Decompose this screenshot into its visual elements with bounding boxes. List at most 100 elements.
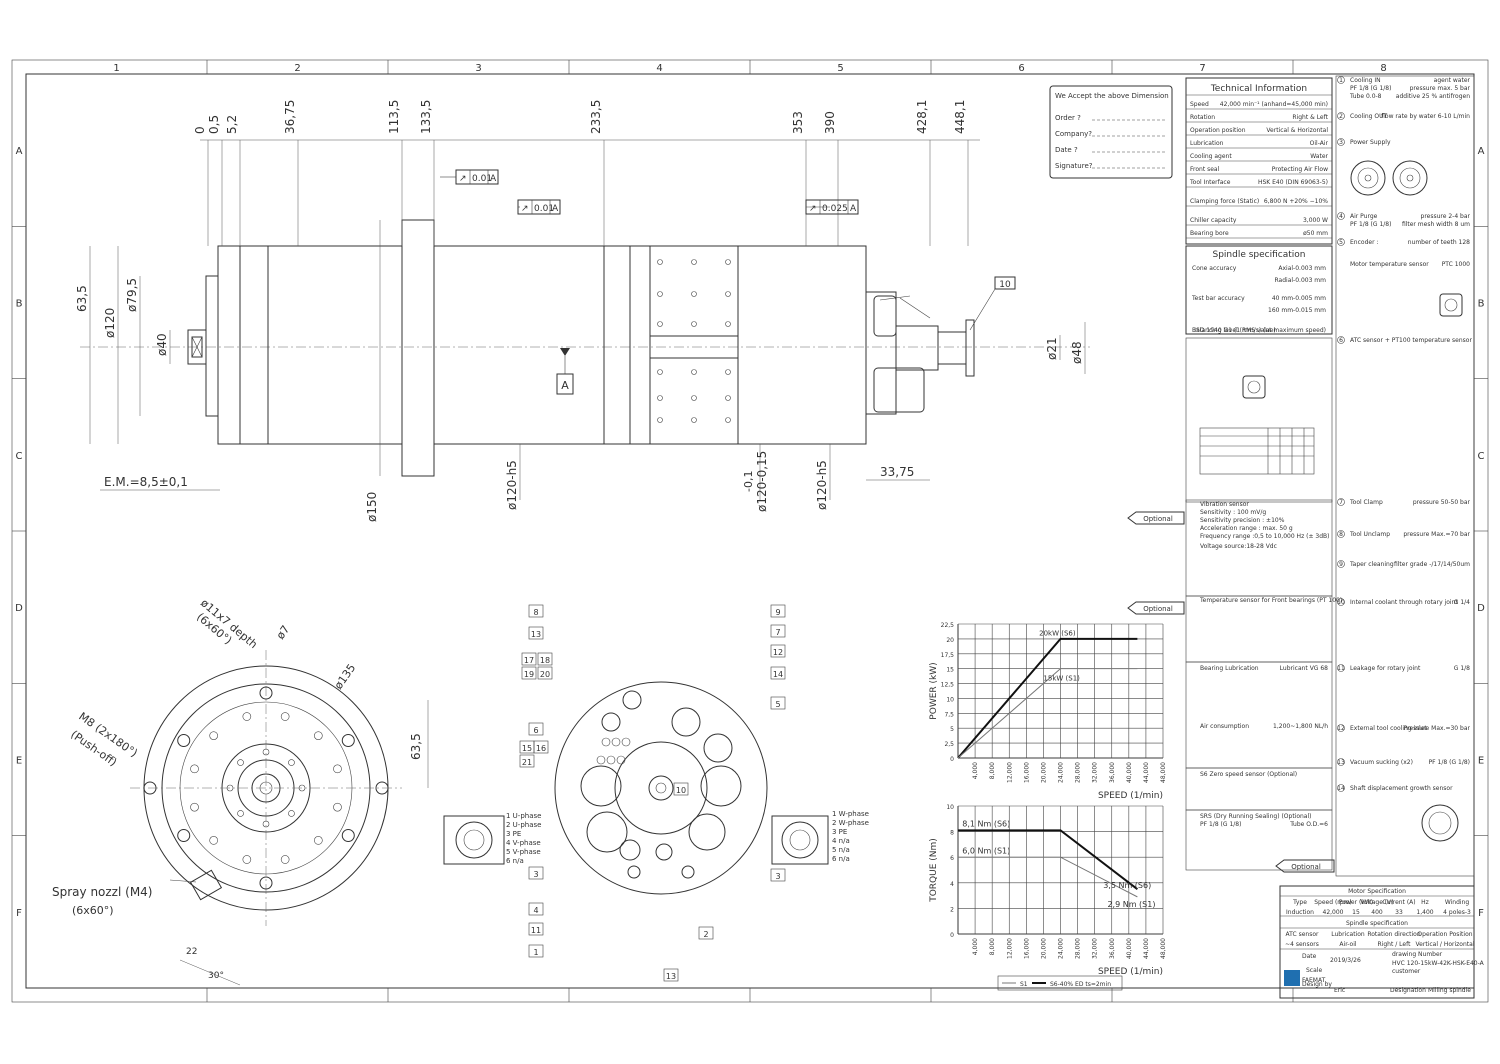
spec-item: Acceleration range : max. 50 g <box>1200 525 1293 532</box>
y-tick-label: 20 <box>946 637 954 644</box>
dimension-top: 0,5 <box>207 115 221 134</box>
dimension-side: ø120 <box>103 308 117 338</box>
spec-item: Internal coolant through rotary joint <box>1350 599 1458 606</box>
tolerance-ref: A <box>850 204 857 214</box>
motor-head: Speed (rpm) <box>1314 899 1352 906</box>
front-label: Spray nozzl (M4) <box>52 885 152 899</box>
spec-row-value: ISO 1940 G1 (1 mm/s) (at maximum speed) <box>1194 327 1326 334</box>
tolerance-value: 0.01 <box>472 174 492 184</box>
x-tick-label: 20,000 <box>1040 938 1047 959</box>
grid-col-label: 3 <box>475 63 481 74</box>
front-label: 30° <box>208 971 224 981</box>
grid-row-label: D <box>15 603 23 614</box>
x-tick-label: 28,000 <box>1075 762 1082 783</box>
y-tick-label: 5 <box>950 726 954 733</box>
spec-number: 3 <box>1339 139 1343 146</box>
rear-port <box>611 737 621 747</box>
x-axis-label: SPEED (1/min) <box>1098 967 1163 977</box>
spec-item: Frequency range :0,5 to 10,000 Hz (± 3dB… <box>1200 533 1330 540</box>
spec-item: Air Purge <box>1350 213 1378 220</box>
spindle-value: Vertical / Horizontal <box>1416 941 1475 948</box>
spec-item: Tube 0.0-8 <box>1349 93 1382 100</box>
tolerance-value: 0.01 <box>534 204 554 214</box>
flange-hole <box>259 686 273 700</box>
spec-item: Encoder : <box>1350 239 1378 246</box>
flange-hole <box>190 764 199 774</box>
spec-item-value: Tube O.D.=6 <box>1289 821 1328 828</box>
rear-callout: 19 <box>524 670 534 679</box>
y-tick-label: 0 <box>950 932 954 939</box>
connector-pin-label: 6 n/a <box>506 857 524 865</box>
tolerance-ref: A <box>490 174 497 184</box>
dimension-side: 63,5 <box>75 285 89 312</box>
series-line <box>957 637 1138 759</box>
flange-hole <box>209 731 218 740</box>
spec-item-value: additive 25 % antifrogen <box>1396 93 1470 100</box>
x-tick-label: 40,000 <box>1126 938 1133 959</box>
bolt <box>691 321 697 327</box>
bolt <box>657 259 663 265</box>
motor-head: Type <box>1292 899 1307 906</box>
tolerance-symbol: ↗ <box>521 204 529 214</box>
spec-item: Motor temperature sensor <box>1350 261 1429 268</box>
spec-item-value: PTC 1000 <box>1442 261 1470 268</box>
connector-pin-label: 3 PE <box>832 828 847 836</box>
dimension-top: 5,2 <box>225 115 239 134</box>
dimension-side: ø150 <box>365 492 379 522</box>
grid-col-label: 5 <box>837 63 843 74</box>
title-block-label: Date <box>1302 953 1317 960</box>
bolt <box>691 291 697 297</box>
spec-item: Temperature sensor for Front bearings (P… <box>1199 597 1342 604</box>
flange-hole <box>242 855 252 864</box>
dimension-side: ø21 <box>1045 337 1059 360</box>
spec-number: 12 <box>1337 725 1345 732</box>
flange-hole <box>333 764 342 774</box>
connector-pin-label: 1 U-phase <box>506 812 541 820</box>
spec-item: PF 1/8 (G 1/8) <box>1200 821 1241 828</box>
flange-hole <box>314 836 323 845</box>
dimension-bottom: ø120-h5 <box>505 460 519 510</box>
rear-port <box>606 755 616 765</box>
flange-hole <box>242 712 252 721</box>
dimension-side: ø48 <box>1070 341 1084 364</box>
spec-row-value: Axial-0.003 mm <box>1278 265 1326 272</box>
spec-item: Voltage source:18-28 Vdc <box>1200 543 1277 550</box>
title-block-label: Scale <box>1306 967 1322 974</box>
rear-port <box>700 765 742 807</box>
spec-item-value: pressure 50-50 bar <box>1413 499 1471 506</box>
title-block-heading: Motor Specification <box>1348 888 1406 895</box>
x-tick-label: 24,000 <box>1058 762 1065 783</box>
bolt <box>288 810 295 817</box>
dimension-top: 233,5 <box>589 100 603 134</box>
flange-hole <box>333 802 342 812</box>
motor-value: Induction <box>1286 909 1314 916</box>
rear-port <box>671 707 701 737</box>
x-tick-label: 20,000 <box>1040 762 1047 783</box>
rear-callout: 8 <box>533 608 538 617</box>
spec-item: Bearing Lubrication <box>1200 665 1259 672</box>
spec-item-value: G 1/8 <box>1454 665 1470 672</box>
spindle-head: ATC sensor <box>1286 931 1319 938</box>
accept-title: We Accept the above Dimension <box>1055 92 1169 100</box>
tech-row-label: Bearing bore <box>1190 230 1229 237</box>
bolt <box>657 417 663 423</box>
bolt <box>657 395 663 401</box>
spec-item: Leakage for rotary joint <box>1350 665 1421 672</box>
flange-hole <box>314 731 323 740</box>
x-tick-label: 44,000 <box>1143 762 1150 783</box>
x-axis-label: SPEED (1/min) <box>1098 791 1163 801</box>
tech-title: Technical Information <box>1210 84 1307 94</box>
legend-item: S6-40% ED ts=2min <box>1050 981 1111 988</box>
dimension-bottom: ø120-0,15 <box>755 451 769 512</box>
tech-row-label: Cooling agent <box>1190 153 1232 160</box>
rear-callout: 1 <box>533 948 538 957</box>
spec-item: ATC sensor + PT100 temperature sensor <box>1350 337 1472 344</box>
em-dimension: E.M.=8,5±0,1 <box>104 475 188 489</box>
bolt <box>657 291 663 297</box>
x-tick-label: 48,000 <box>1160 938 1167 959</box>
rear-callout: 2 <box>703 930 708 939</box>
x-tick-label: 12,000 <box>1006 762 1013 783</box>
spec-row-label: Test bar accuracy <box>1191 295 1245 302</box>
spec-item-value: flow rate by water 6-10 L/min <box>1381 113 1470 120</box>
spec-item: PF 1/8 (G 1/8) <box>1350 221 1391 228</box>
